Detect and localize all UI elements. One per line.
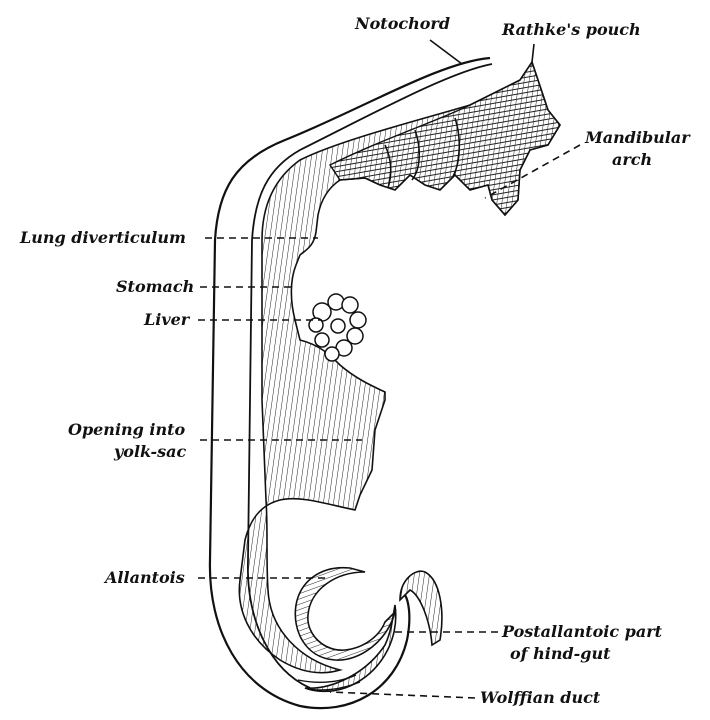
leader-rathkes-pouch: [532, 44, 534, 62]
label-yolk-sac-line2: yolk-sac: [114, 442, 186, 462]
postallantoic-flap: [400, 571, 442, 645]
label-mandibular-arch-line1: Mandibular: [585, 128, 690, 148]
label-liver: Liver: [144, 310, 189, 330]
label-postallantoic-line1: Postallantoic part: [502, 622, 662, 642]
leader-notochord: [430, 40, 462, 64]
label-lung-diverticulum: Lung diverticulum: [20, 228, 186, 248]
label-postallantoic-line2: of hind-gut: [510, 644, 611, 664]
label-rathkes-pouch: Rathke's pouch: [502, 20, 641, 40]
allantois: [295, 568, 395, 660]
label-wolffian-duct: Wolffian duct: [480, 688, 600, 708]
label-stomach: Stomach: [116, 277, 194, 297]
label-notochord: Notochord: [355, 14, 450, 34]
label-mandibular-arch-line2: arch: [612, 150, 652, 170]
label-allantois: Allantois: [105, 568, 185, 588]
leader-wolffian-duct: [330, 692, 475, 698]
label-yolk-sac-line1: Opening into: [68, 420, 185, 440]
